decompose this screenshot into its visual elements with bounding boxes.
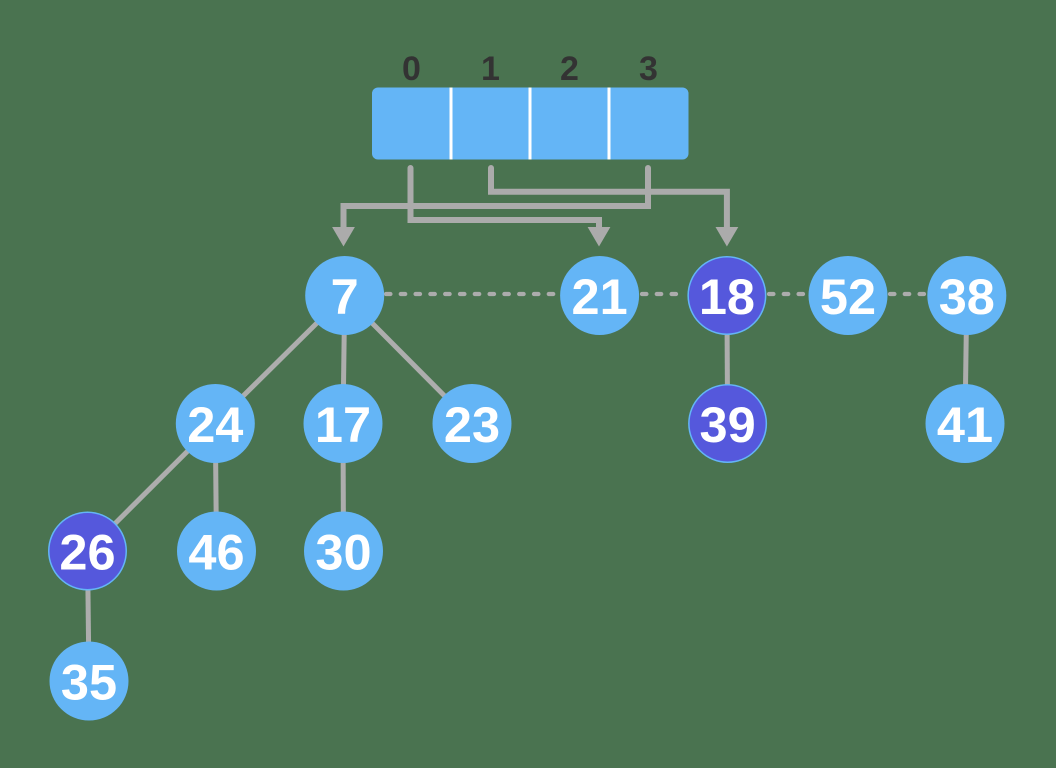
svg-text:38: 38 [939,268,995,325]
svg-text:24: 24 [187,396,243,453]
svg-text:41: 41 [937,396,993,453]
svg-text:1: 1 [481,50,500,88]
svg-text:21: 21 [572,268,628,325]
svg-text:23: 23 [444,396,500,453]
svg-text:17: 17 [315,396,371,453]
svg-text:39: 39 [700,396,756,453]
svg-text:46: 46 [188,524,244,581]
svg-text:7: 7 [331,268,359,325]
svg-text:2: 2 [560,50,579,88]
svg-text:30: 30 [315,524,371,581]
svg-text:3: 3 [639,50,658,88]
svg-text:18: 18 [699,268,755,325]
svg-text:35: 35 [61,654,117,711]
svg-text:26: 26 [59,524,115,581]
svg-text:52: 52 [820,268,876,325]
svg-text:0: 0 [402,50,421,88]
